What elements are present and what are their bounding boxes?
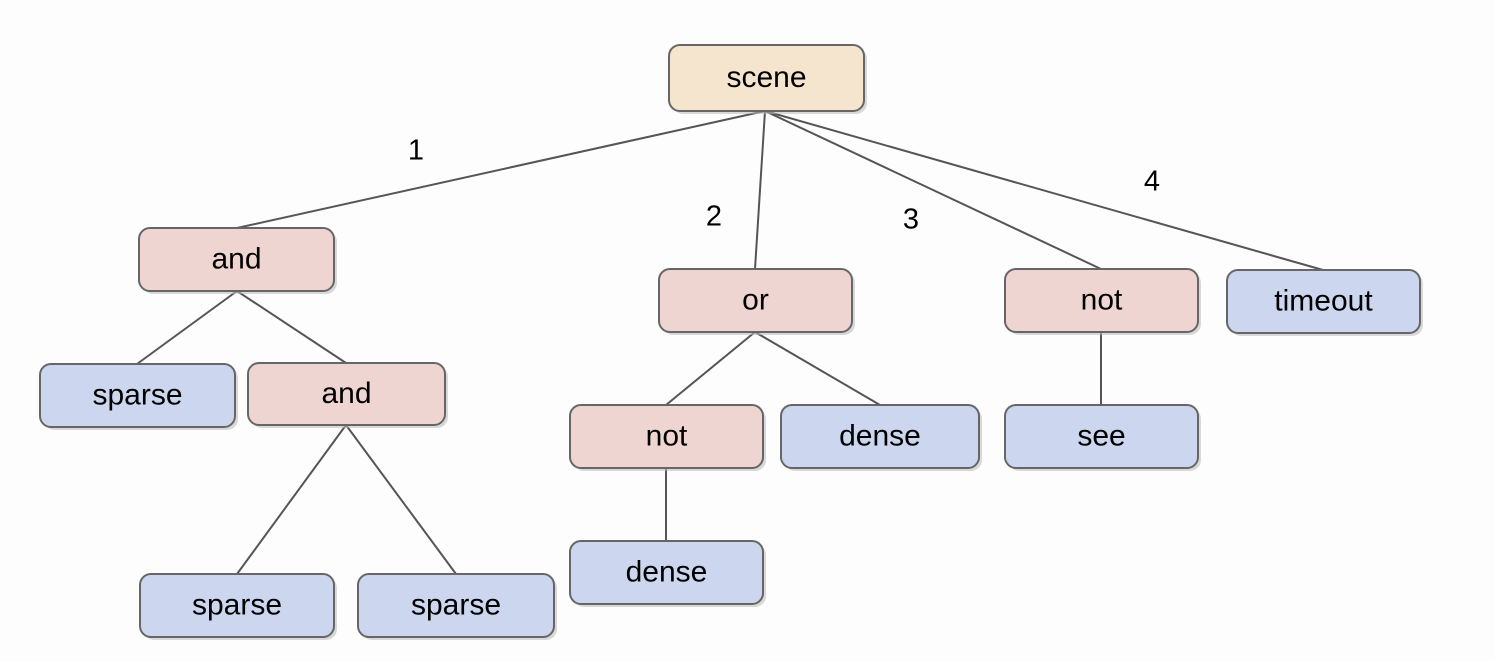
tree-edge-and1-to-sparse1 — [136, 290, 238, 365]
tree-edge-or1-to-dense1 — [754, 331, 881, 406]
node-label: not — [1081, 283, 1123, 316]
node-label: sparse — [192, 588, 282, 621]
node-box[interactable] — [139, 573, 335, 638]
edge-label-3: 3 — [903, 204, 919, 236]
node-box[interactable] — [668, 44, 865, 112]
tree-node-timeout[interactable]: timeout — [1226, 269, 1423, 336]
edges-layer — [136, 110, 1324, 575]
tree-node-sparse3[interactable]: sparse — [357, 573, 557, 640]
node-box[interactable] — [780, 404, 980, 469]
edge-label-4: 4 — [1144, 166, 1160, 198]
tree-node-or1[interactable]: or — [658, 268, 855, 335]
node-box[interactable] — [357, 573, 555, 638]
tree-edge-scene-to-and1 — [236, 110, 766, 229]
node-label: scene — [726, 61, 806, 94]
node-label: dense — [626, 555, 708, 588]
node-box[interactable] — [247, 362, 446, 426]
tree-edge-scene-to-timeout — [764, 110, 1324, 271]
edge-labels-layer: 1 2 3 4 — [408, 135, 1160, 236]
tree-node-not_m[interactable]: not — [569, 404, 766, 471]
tree-node-scene[interactable]: scene — [668, 44, 867, 114]
node-label: timeout — [1274, 284, 1373, 317]
node-box[interactable] — [1004, 404, 1199, 469]
node-label: not — [646, 419, 688, 452]
node-box[interactable] — [569, 404, 764, 469]
node-box[interactable] — [39, 363, 236, 428]
node-label: and — [321, 377, 371, 410]
edge-label-2: 2 — [706, 201, 722, 233]
node-label: sparse — [92, 378, 182, 411]
tree-node-sparse1[interactable]: sparse — [39, 363, 238, 430]
tree-edge-and1-to-and2 — [236, 290, 347, 364]
tree-node-and1[interactable]: and — [138, 227, 337, 294]
tree-node-dense2[interactable]: dense — [569, 540, 766, 607]
node-box[interactable] — [1226, 269, 1421, 334]
tree-node-not_r[interactable]: not — [1004, 268, 1201, 335]
node-label: see — [1077, 419, 1125, 452]
node-label: or — [742, 283, 769, 316]
edge-label-1: 1 — [408, 135, 424, 167]
node-box[interactable] — [1004, 268, 1199, 333]
tree-edge-or1-to-not_m — [665, 331, 756, 406]
tree-edge-scene-to-or1 — [754, 110, 766, 270]
tree-node-sparse2[interactable]: sparse — [139, 573, 337, 640]
tree-edge-and2-to-sparse3 — [345, 424, 457, 575]
node-box[interactable] — [569, 540, 764, 605]
node-box[interactable] — [138, 227, 335, 292]
tree-node-dense1[interactable]: dense — [780, 404, 982, 471]
node-label: and — [211, 242, 261, 275]
node-label: dense — [839, 419, 921, 452]
nodes-layer: scene and or not timeout sparse and not dense see… — [39, 44, 1423, 640]
tree-node-and2[interactable]: and — [247, 362, 448, 428]
tree-node-see[interactable]: see — [1004, 404, 1201, 471]
tree-edge-scene-to-not_r — [764, 110, 1102, 270]
node-label: sparse — [411, 588, 501, 621]
tree-edge-and2-to-sparse2 — [236, 424, 347, 575]
node-box[interactable] — [658, 268, 853, 333]
